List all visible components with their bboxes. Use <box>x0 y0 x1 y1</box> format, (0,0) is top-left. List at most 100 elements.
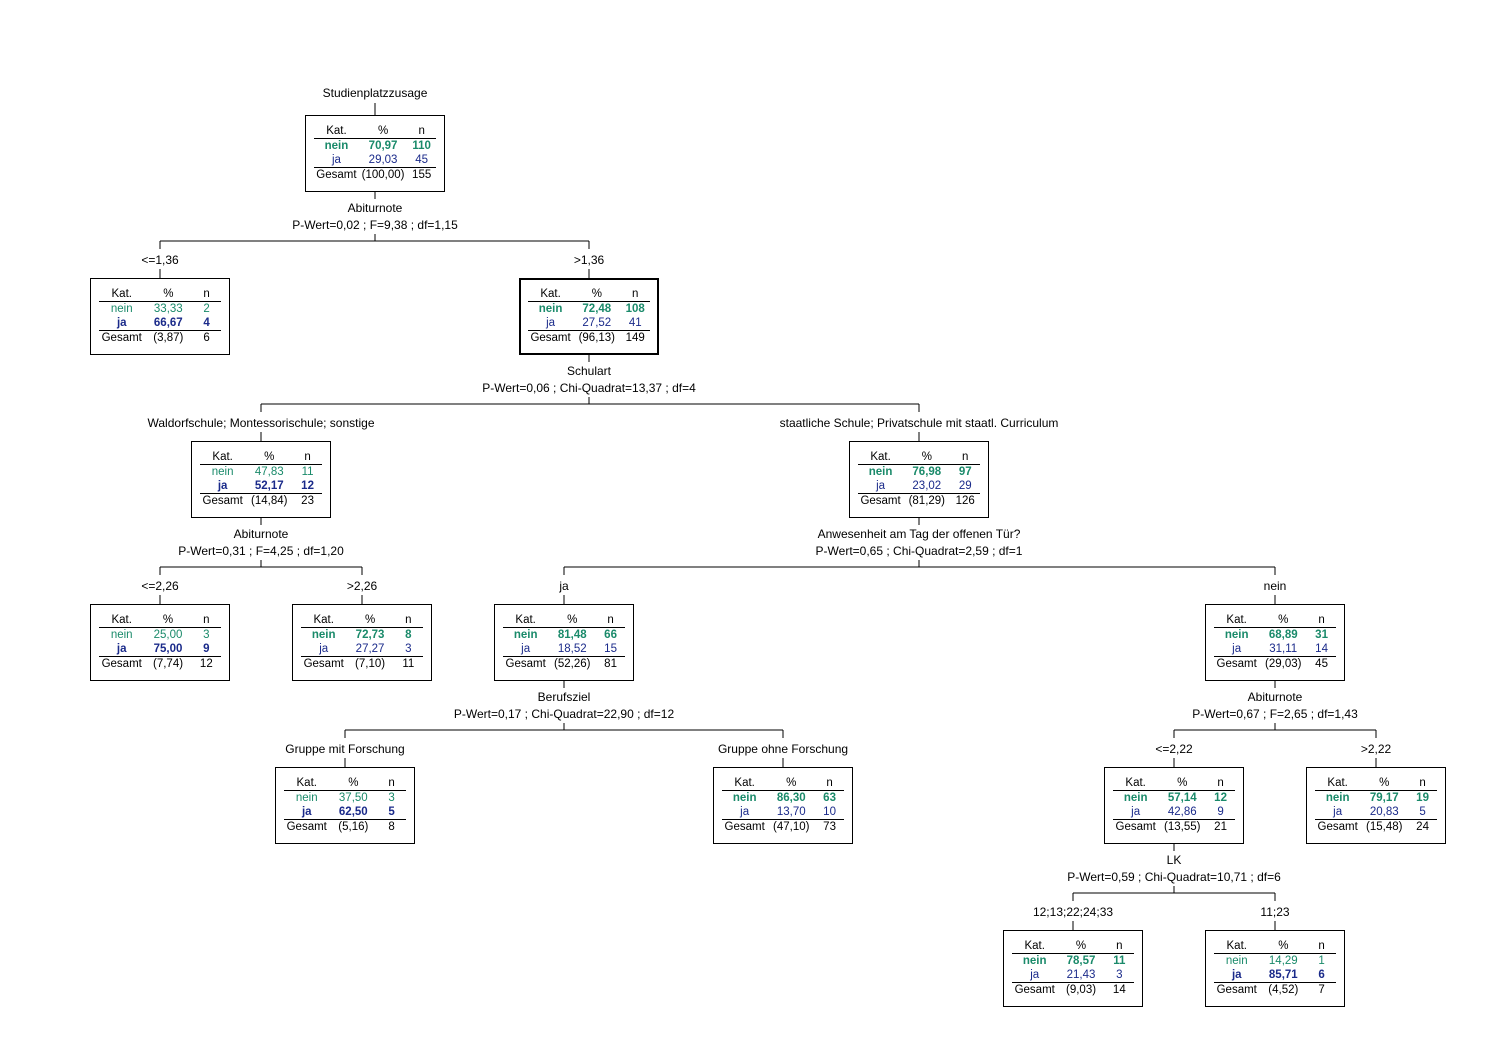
ja-count: 5 <box>1408 805 1437 820</box>
node-row: Gesamt(29,03)45 <box>1214 657 1336 672</box>
gesamt-label: Gesamt <box>286 821 327 833</box>
gesamt-count: 24 <box>1416 821 1429 833</box>
pct-header: % <box>144 613 192 628</box>
nein-count: 108 <box>625 303 645 315</box>
nein-count: 1 <box>1318 955 1325 967</box>
gesamt-percent: (14,84) <box>251 495 288 507</box>
gesamt-percent: (7,74) <box>153 658 184 670</box>
ja-count: 14 <box>1307 642 1336 657</box>
ja-count: 5 <box>377 805 406 820</box>
n-header: n <box>191 613 221 628</box>
n-header: n <box>1104 939 1134 954</box>
nein-percent: 76,98 <box>912 466 942 478</box>
gesamt-count: 12 <box>199 658 213 670</box>
ja-count: 45 <box>407 153 436 168</box>
ja-percent: 62,50 <box>329 805 378 820</box>
nein-count: 8 <box>405 629 412 641</box>
nein-percent: 25,00 <box>153 629 183 641</box>
cat-header: Kat. <box>1113 776 1159 791</box>
cat-ja: ja <box>1214 642 1260 657</box>
cat-header: Kat. <box>722 776 768 791</box>
cat-ja: ja <box>301 642 347 657</box>
ja-percent: 66,67 <box>144 316 193 331</box>
cat-ja: ja <box>1315 805 1361 820</box>
pct-header: % <box>346 613 394 628</box>
split-variable: Schulart <box>566 364 612 378</box>
nein-percent: 14,29 <box>1268 955 1298 967</box>
gesamt-label: Gesamt <box>505 658 546 670</box>
ja-count: 9 <box>1206 805 1235 820</box>
cat-ja: ja <box>1214 968 1260 983</box>
split-test-stats: P-Wert=0,65 ; Chi-Quadrat=2,59 ; df=1 <box>815 544 1023 558</box>
pct-header: % <box>1259 613 1308 628</box>
split-variable: Anwesenheit am Tag der offenen Tür? <box>817 527 1021 541</box>
n-header: n <box>950 450 980 465</box>
cat-ja: ja <box>503 642 549 657</box>
gesamt-percent: (81,29) <box>908 495 946 507</box>
cat-nein: nein <box>1325 792 1350 804</box>
n-header: n <box>1206 776 1235 791</box>
branch-label: 11;23 <box>1260 905 1290 919</box>
ja-percent: 13,70 <box>767 805 816 820</box>
gesamt-percent: (100,00) <box>361 169 405 181</box>
gesamt-label: Gesamt <box>1317 821 1358 833</box>
gesamt-percent: (96,13) <box>578 332 616 344</box>
pct-header: % <box>767 776 816 791</box>
cat-nein: nein <box>311 629 336 641</box>
split-variable: Abiturnote <box>1247 690 1303 704</box>
root-target-title: Studienplatzzusage <box>322 86 428 100</box>
node-row: Gesamt(15,48)24 <box>1315 820 1437 835</box>
cat-header: Kat. <box>1214 939 1260 954</box>
ja-count: 3 <box>1104 968 1134 983</box>
pct-header: % <box>1158 776 1207 791</box>
cat-nein: nein <box>732 792 757 804</box>
cat-nein: nein <box>1022 955 1047 967</box>
split-variable: Abiturnote <box>233 527 289 541</box>
gesamt-count: 8 <box>388 821 395 833</box>
nein-count: 19 <box>1416 792 1429 804</box>
gesamt-label: Gesamt <box>530 332 571 344</box>
branch-label: >2,22 <box>1360 742 1392 756</box>
ja-percent: 21,43 <box>1057 968 1105 983</box>
branch-label: ja <box>559 579 569 593</box>
node-row: Kat.%n <box>722 776 844 791</box>
branch-label: <=1,36 <box>141 253 179 267</box>
split-test-stats: P-Wert=0,31 ; F=4,25 ; df=1,20 <box>178 544 344 558</box>
pct-header: % <box>329 776 378 791</box>
ja-count: 9 <box>191 642 221 657</box>
cat-nein: nein <box>110 629 133 641</box>
gesamt-label: Gesamt <box>1115 821 1156 833</box>
gesamt-count: 6 <box>203 332 210 344</box>
ja-percent: 85,71 <box>1259 968 1308 983</box>
pct-header: % <box>903 450 951 465</box>
